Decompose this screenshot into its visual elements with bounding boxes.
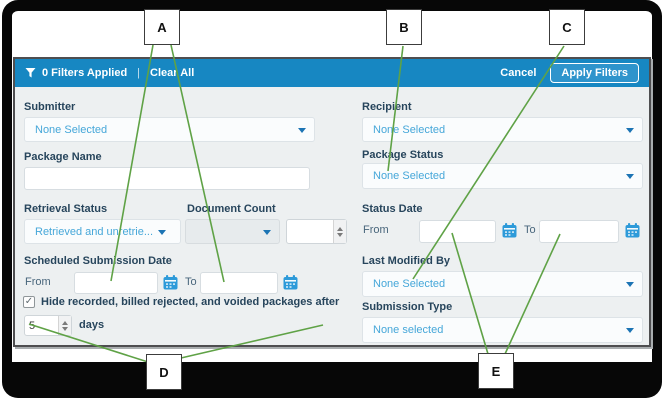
filters-panel: 0 Filters Applied | Clear All Cancel App… xyxy=(13,57,651,347)
scheduled-to-label: To xyxy=(185,276,197,288)
retrieval-status-value: Retrieved and unretrie... xyxy=(35,225,154,238)
hide-packages-label: Hide recorded, billed rejected, and void… xyxy=(41,296,340,308)
package-name-input[interactable] xyxy=(24,167,310,190)
callout-box-e: E xyxy=(478,353,514,389)
stepper-arrows[interactable] xyxy=(333,220,346,243)
status-from-label: From xyxy=(363,224,389,236)
chevron-down-icon xyxy=(626,328,634,333)
submitter-value: None Selected xyxy=(35,123,108,136)
recipient-dropdown[interactable]: None Selected xyxy=(362,117,643,142)
filters-header-bar: 0 Filters Applied | Clear All Cancel App… xyxy=(15,59,649,87)
document-count-stepper[interactable] xyxy=(286,219,347,244)
chevron-down-icon xyxy=(626,282,634,287)
calendar-icon[interactable] xyxy=(163,275,178,290)
apply-filters-button[interactable]: Apply Filters xyxy=(550,63,639,83)
status-to-label: To xyxy=(524,224,536,236)
document-count-dropdown[interactable] xyxy=(185,219,280,244)
stepper-arrows[interactable] xyxy=(58,316,71,335)
chevron-down-icon xyxy=(158,229,167,235)
submitter-dropdown[interactable]: None Selected xyxy=(24,117,315,142)
chevron-down-icon xyxy=(298,127,306,133)
hide-packages-checkbox[interactable]: ✓ xyxy=(23,296,35,308)
submission-type-label: Submission Type xyxy=(362,301,453,313)
days-suffix-label: days xyxy=(79,319,105,331)
recipient-label: Recipient xyxy=(362,101,412,113)
cancel-button[interactable]: Cancel xyxy=(500,67,537,79)
scheduled-from-label: From xyxy=(25,276,51,288)
callout-box-b: B xyxy=(386,9,422,45)
hide-days-input[interactable] xyxy=(25,316,58,335)
calendar-icon[interactable] xyxy=(283,275,298,290)
scheduled-submission-date-label: Scheduled Submission Date xyxy=(24,255,172,267)
last-modified-by-dropdown[interactable]: None Selected xyxy=(362,271,643,297)
submission-type-value: None selected xyxy=(373,324,444,336)
filters-applied-count: 0 Filters Applied xyxy=(42,67,128,79)
scheduled-to-date-input[interactable] xyxy=(200,272,278,294)
status-from-date-input[interactable] xyxy=(419,220,496,243)
document-count-label: Document Count xyxy=(187,203,276,215)
callout-box-c: C xyxy=(549,9,585,45)
hide-packages-checkbox-row[interactable]: ✓ Hide recorded, billed rejected, and vo… xyxy=(23,296,339,308)
calendar-icon[interactable] xyxy=(502,223,517,238)
retrieval-status-dropdown[interactable]: Retrieved and unretrie... xyxy=(24,219,181,244)
header-separator: | xyxy=(137,67,141,79)
clear-all-link[interactable]: Clear All xyxy=(150,67,195,79)
scheduled-from-date-input[interactable] xyxy=(74,272,158,294)
last-modified-by-value: None Selected xyxy=(373,278,446,290)
package-name-label: Package Name xyxy=(24,151,102,163)
callout-box-a: A xyxy=(144,9,180,45)
retrieval-status-label: Retrieval Status xyxy=(24,203,108,215)
chevron-down-icon xyxy=(626,174,634,179)
submitter-label: Submitter xyxy=(24,101,76,113)
document-count-input[interactable] xyxy=(287,220,333,243)
filter-funnel-icon xyxy=(25,68,36,78)
hide-days-stepper[interactable] xyxy=(24,315,72,336)
last-modified-by-label: Last Modified By xyxy=(362,255,451,267)
chevron-down-icon xyxy=(263,229,271,235)
callout-box-d: D xyxy=(146,354,182,390)
calendar-icon[interactable] xyxy=(625,223,640,238)
status-to-date-input[interactable] xyxy=(539,220,619,243)
package-status-dropdown[interactable]: None Selected xyxy=(362,163,643,189)
recipient-value: None Selected xyxy=(373,123,446,136)
submission-type-dropdown[interactable]: None selected xyxy=(362,317,643,343)
package-status-value: None Selected xyxy=(373,170,446,182)
status-date-label: Status Date xyxy=(362,203,423,215)
checkmark-icon: ✓ xyxy=(24,296,34,307)
chevron-down-icon xyxy=(626,127,634,133)
package-status-label: Package Status xyxy=(362,149,444,161)
